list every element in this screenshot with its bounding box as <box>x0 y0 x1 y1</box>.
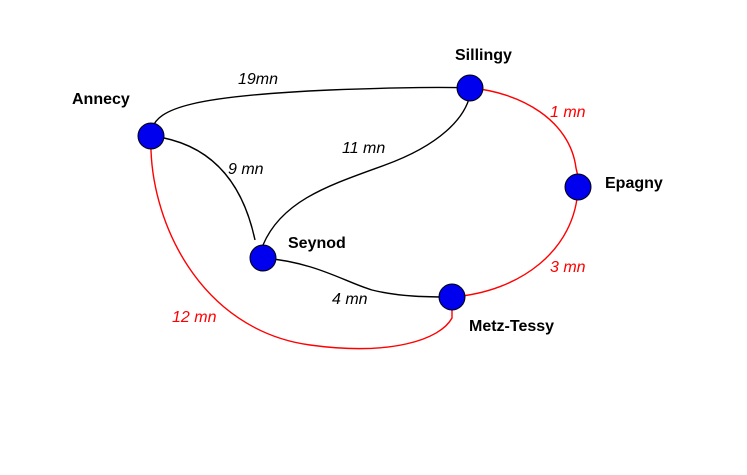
node-seynod <box>249 244 277 272</box>
edge-seynod-metz-tessy <box>262 257 453 298</box>
edge-sillingy-epagny <box>469 87 579 188</box>
node-label-seynod: Seynod <box>288 235 346 252</box>
node-metz-tessy <box>438 283 466 311</box>
edge-label-annecy-metz-tessy: 12 mn <box>172 309 217 326</box>
edge-label-sillingy-epagny: 1 mn <box>550 104 586 121</box>
edge-label-annecy-seynod: 9 mn <box>228 161 264 178</box>
edge-seynod-sillingy <box>262 94 471 246</box>
node-annecy <box>137 122 165 150</box>
node-label-metz-tessy: Metz-Tessy <box>469 318 554 335</box>
edge-label-seynod-sillingy: 11 mn <box>342 140 385 157</box>
edge-annecy-seynod <box>151 135 256 241</box>
node-sillingy <box>456 74 484 102</box>
edge-epagny-metz-tessy <box>451 186 579 298</box>
node-epagny <box>564 173 592 201</box>
node-label-sillingy: Sillingy <box>455 47 512 64</box>
node-label-epagny: Epagny <box>605 175 663 192</box>
edge-annecy-metz-tessy <box>150 135 453 350</box>
edge-label-epagny-metz-tessy: 3 mn <box>550 259 586 276</box>
edge-label-seynod-metz-tessy: 4 mn <box>332 291 368 308</box>
edge-annecy-sillingy <box>151 86 471 131</box>
node-label-annecy: Annecy <box>72 91 130 108</box>
edge-label-annecy-sillingy: 19mn <box>238 71 278 88</box>
